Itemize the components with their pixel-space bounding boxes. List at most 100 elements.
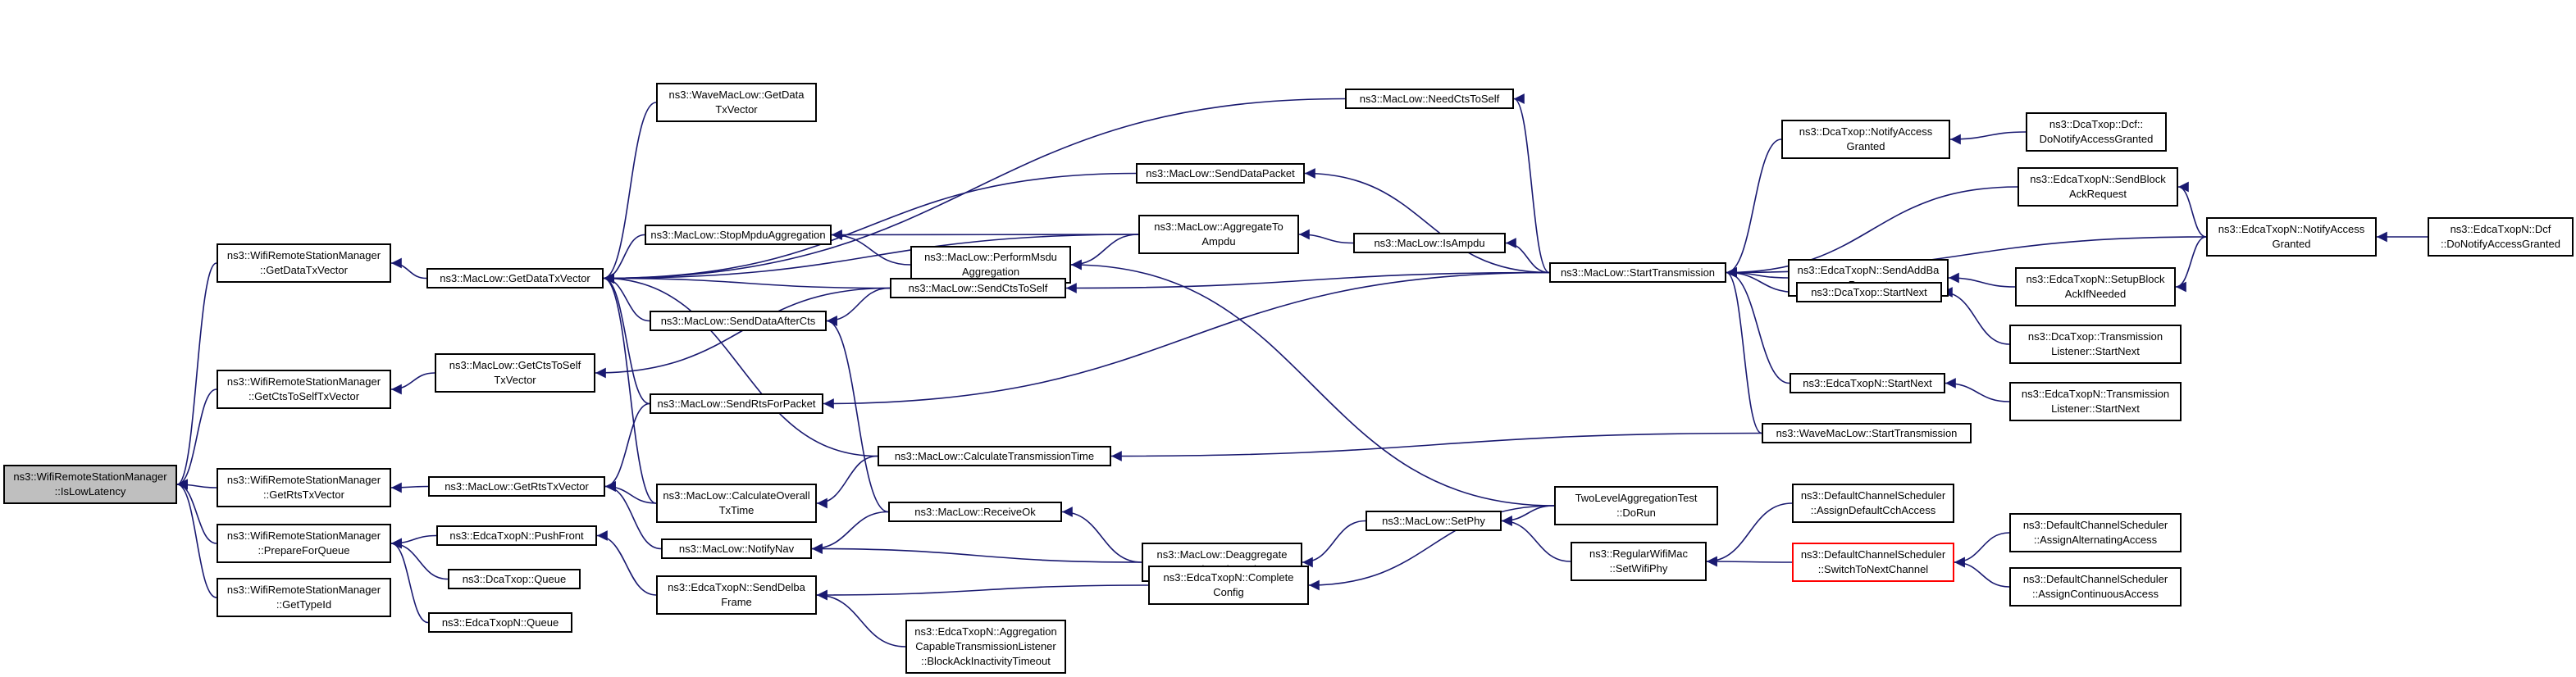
graph-node[interactable]: ns3::DefaultChannelScheduler::SwitchToNe… — [1792, 543, 1954, 582]
node-label-line: CapableTransmissionListener — [915, 640, 1056, 652]
call-edge — [2175, 236, 2207, 293]
call-edge — [811, 511, 889, 554]
call-edge — [1945, 378, 2010, 402]
call-edge — [1954, 532, 2010, 568]
graph-node[interactable]: ns3::MacLow::CalculateTransmissionTime — [878, 446, 1111, 466]
node-label-line: ns3::EdcaTxopN::Complete — [1163, 571, 1294, 584]
node-label-line: ns3::DefaultChannelScheduler — [2022, 573, 2168, 585]
node-label-line: ns3::WifiRemoteStationManager — [226, 249, 381, 261]
graph-node[interactable]: ns3::MacLow::StartTransmission — [1549, 262, 1726, 283]
graph-node[interactable]: ns3::DcaTxop::StartNext — [1796, 282, 1942, 302]
call-edge — [603, 102, 657, 284]
node-label-line: AckRequest — [2068, 188, 2127, 200]
node-label-line: DoNotifyAccessGranted — [2039, 133, 2154, 145]
call-edge — [1505, 238, 1550, 274]
node-label-line: ns3::MacLow::CalculateTransmissionTime — [894, 449, 1095, 462]
graph-node[interactable]: ns3::EdcaTxopN::Dcf::DoNotifyAccessGrant… — [2428, 217, 2574, 257]
graph-node[interactable]: ns3::EdcaTxopN::Queue — [428, 612, 572, 633]
call-edge — [390, 538, 449, 580]
graph-node[interactable]: ns3::WifiRemoteStationManager::GetCtsToS… — [217, 370, 391, 409]
node-label-line: ns3::DefaultChannelScheduler — [1800, 548, 1946, 561]
graph-node[interactable]: ns3::MacLow::NotifyNav — [661, 538, 812, 559]
graph-node[interactable]: ns3::WaveMacLow::StartTransmission — [1762, 423, 1972, 443]
node-label-line: ns3::MacLow::SendDataAfterCts — [660, 314, 816, 327]
node-label-line: ns3::RegularWifiMac — [1589, 548, 1688, 560]
graph-node[interactable]: ns3::DefaultChannelScheduler::AssignDefa… — [1792, 484, 1954, 523]
graph-node[interactable]: ns3::MacLow::SendDataAfterCts — [650, 311, 827, 331]
node-label-line: ns3::DefaultChannelScheduler — [1800, 489, 1946, 502]
call-edge — [603, 234, 645, 284]
node-label-line: Config — [1213, 586, 1244, 598]
graph-node[interactable]: ns3::MacLow::ReceiveOk — [888, 502, 1062, 522]
graph-node[interactable]: ns3::DcaTxop::Queue — [448, 569, 581, 589]
call-edge — [1110, 432, 1762, 461]
node-label-line: ::GetRtsTxVector — [263, 488, 344, 501]
graph-node[interactable]: ns3::RegularWifiMac::SetWifiPhy — [1571, 542, 1707, 581]
node-label-line: ::AssignAlternatingAccess — [2033, 534, 2158, 546]
node-label-line: ns3::MacLow::Deaggregate — [1156, 548, 1288, 561]
graph-node[interactable]: ns3::MacLow::IsAmpdu — [1353, 233, 1506, 253]
call-edge — [1298, 229, 1354, 244]
node-label-line: ::PrepareForQueue — [258, 544, 350, 557]
node-label-line: ns3::EdcaTxopN::PushFront — [449, 529, 584, 542]
node-label-line: Listener::StartNext — [2051, 402, 2140, 415]
graph-node[interactable]: ns3::WifiRemoteStationManager::GetDataTx… — [217, 243, 391, 283]
call-edge — [816, 589, 906, 647]
graph-node[interactable]: ns3::MacLow::SendDataPacket — [1136, 163, 1305, 184]
call-edge — [1949, 131, 2027, 145]
graph-node[interactable]: ns3::MacLow::SendRtsForPacket — [650, 393, 823, 414]
node-label-line: ns3::WifiRemoteStationManager — [13, 470, 167, 483]
node-label-line: ns3::MacLow::SendRtsForPacket — [657, 397, 816, 410]
call-edge — [1706, 502, 1793, 567]
call-edge — [603, 234, 1139, 284]
call-edge — [176, 479, 217, 544]
node-label-line: ns3::MacLow::NeedCtsToSelf — [1359, 92, 1500, 105]
graph-node[interactable]: ns3::DefaultChannelScheduler::AssignAlte… — [2009, 513, 2182, 552]
graph-node[interactable]: ns3::MacLow::GetDataTxVector — [426, 268, 604, 289]
graph-node[interactable]: ns3::WifiRemoteStationManager::GetRtsTxV… — [217, 468, 391, 507]
call-edge — [1706, 556, 1793, 567]
node-label-line: TxTime — [718, 504, 755, 516]
graph-node[interactable]: ns3::DefaultChannelScheduler::AssignCont… — [2009, 567, 2182, 607]
call-edge — [816, 455, 878, 509]
graph-node[interactable]: ns3::MacLow::SetPhy — [1366, 511, 1502, 531]
node-label-line: ::SwitchToNextChannel — [1817, 563, 1929, 575]
graph-node[interactable]: ns3::MacLow::NeedCtsToSelf — [1345, 89, 1514, 109]
graph-node[interactable]: TwoLevelAggregationTest::DoRun — [1554, 486, 1718, 525]
call-edge — [1726, 186, 2018, 278]
graph-node[interactable]: ns3::WifiRemoteStationManager::IsLowLate… — [3, 465, 177, 504]
node-label-line: Granted — [2272, 238, 2311, 250]
graph-node[interactable]: ns3::MacLow::SendCtsToSelf — [890, 278, 1066, 298]
node-label-line: ns3::DefaultChannelScheduler — [2022, 519, 2168, 531]
call-edge — [831, 229, 1139, 240]
node-label-line: ns3::MacLow::StartTransmission — [1560, 266, 1716, 279]
call-edge — [390, 534, 437, 549]
call-edge — [1726, 267, 1762, 434]
graph-node[interactable]: ns3::DcaTxop::Dcf::DoNotifyAccessGranted — [2026, 112, 2167, 152]
call-edge — [1308, 505, 1555, 591]
node-label-line: ::SetWifiPhy — [1609, 562, 1668, 575]
graph-node[interactable]: ns3::WifiRemoteStationManager::GetTypeId — [217, 578, 391, 617]
node-label-line: ns3::MacLow::AggregateTo — [1154, 220, 1283, 233]
graph-node[interactable]: ns3::EdcaTxopN::StartNext — [1790, 373, 1945, 393]
call-edge — [1941, 287, 2010, 345]
graph-node[interactable]: ns3::EdcaTxopN::PushFront — [436, 525, 597, 546]
graph-node[interactable]: ns3::MacLow::GetRtsTxVector — [428, 476, 605, 497]
graph-node[interactable]: ns3::WifiRemoteStationManager::PrepareFo… — [217, 524, 391, 563]
call-edge — [176, 479, 217, 598]
graph-node[interactable]: ns3::MacLow::StopMpduAggregation — [645, 225, 832, 245]
